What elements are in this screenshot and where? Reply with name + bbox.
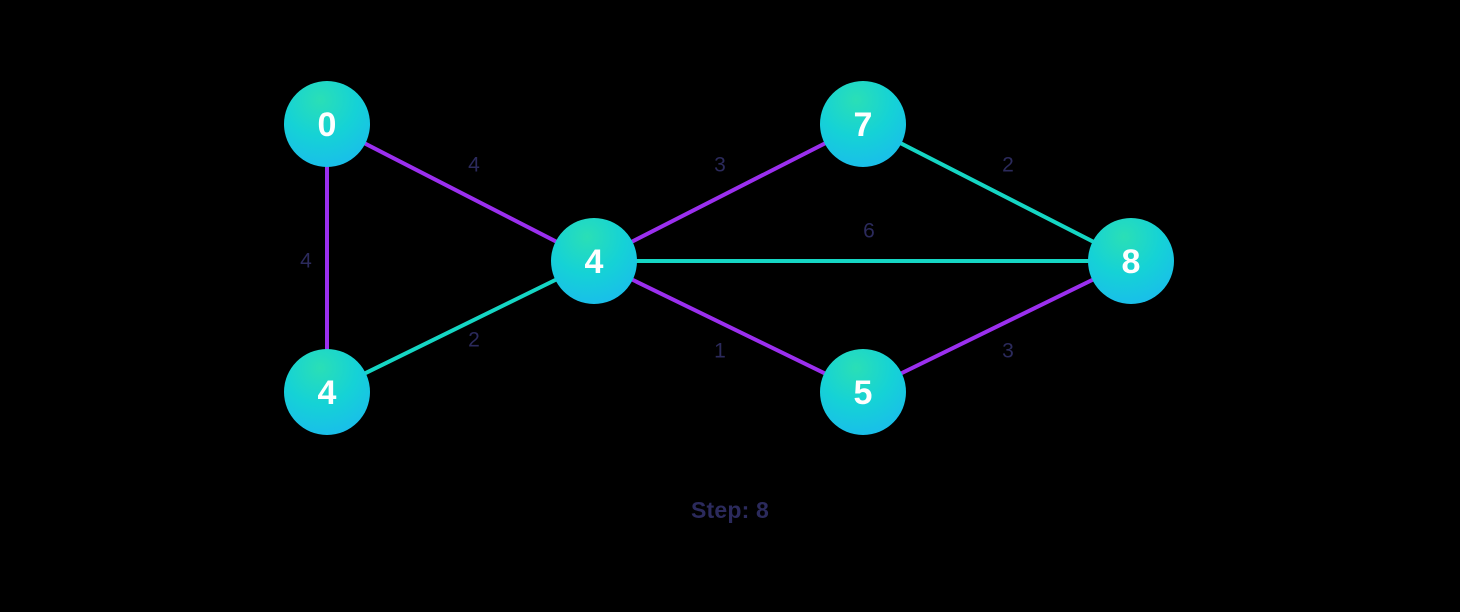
graph-edge (325, 259, 596, 394)
step-status-label: Step: 8 (690, 497, 770, 523)
node-label: 4 (318, 374, 337, 412)
node-label: 5 (854, 374, 873, 412)
graph-node[interactable]: 0 (284, 81, 370, 167)
graph-edge (592, 259, 865, 394)
nodes-layer: 0 4 4 7 5 8 (284, 81, 1174, 435)
edge-weight-label: 3 (1002, 340, 1014, 363)
edge-labels-layer: 4 4 2 3 6 1 2 3 (300, 154, 1014, 363)
node-circle[interactable] (284, 349, 370, 435)
graph-edge (592, 122, 865, 263)
edges-layer (325, 122, 1133, 394)
node-circle[interactable] (820, 349, 906, 435)
edge-weight-label: 3 (714, 154, 726, 177)
graph-edge (325, 122, 596, 263)
node-circle[interactable] (820, 81, 906, 167)
node-circle[interactable] (284, 81, 370, 167)
node-label: 8 (1122, 243, 1141, 281)
edge-weight-label: 2 (1002, 154, 1014, 177)
node-label: 0 (318, 106, 337, 144)
graph-node[interactable]: 7 (820, 81, 906, 167)
node-label: 4 (585, 243, 604, 281)
edge-weight-label: 4 (468, 154, 480, 177)
graph-edge (861, 259, 1133, 394)
edge-weight-label: 6 (863, 220, 875, 243)
edge-weight-label: 1 (714, 340, 726, 363)
graph-node[interactable]: 5 (820, 349, 906, 435)
graph-node[interactable]: 4 (551, 218, 637, 304)
node-label: 7 (854, 106, 873, 144)
graph-node[interactable]: 8 (1088, 218, 1174, 304)
graph-node[interactable]: 4 (284, 349, 370, 435)
edge-weight-label: 4 (300, 250, 312, 273)
node-circle[interactable] (1088, 218, 1174, 304)
edge-weight-label: 2 (468, 329, 480, 352)
graph-edge (861, 122, 1133, 263)
node-circle[interactable] (551, 218, 637, 304)
